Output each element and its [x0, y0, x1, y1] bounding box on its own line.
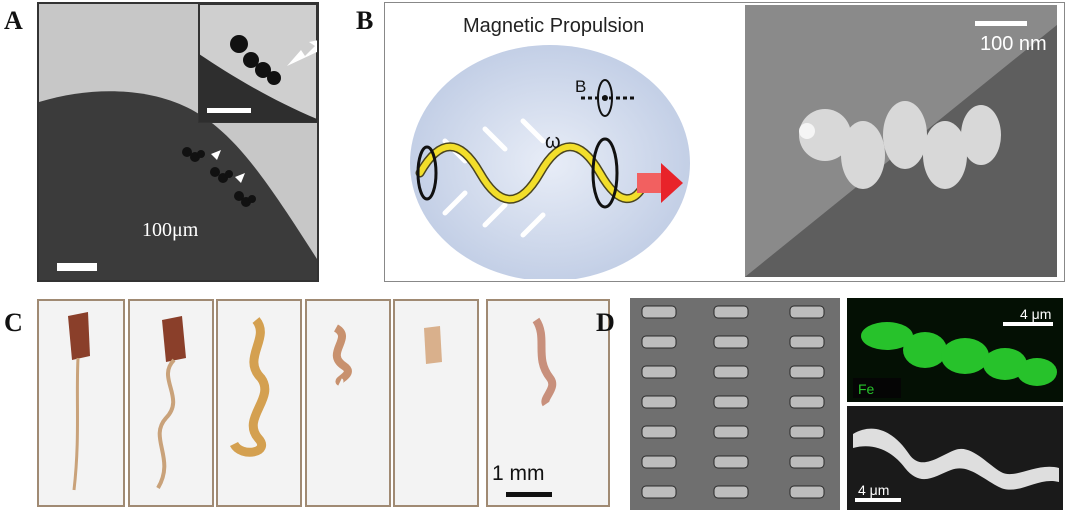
panel-b-letter: B — [356, 6, 374, 35]
fe-element-label: Fe — [858, 381, 875, 397]
panel-d-letter: D — [596, 308, 615, 337]
panel-c-letter: C — [4, 308, 23, 337]
panel-d-sem-helix-image — [847, 406, 1063, 510]
panel-b-title: Magnetic Propulsion — [463, 15, 645, 37]
omega-label: ω — [545, 131, 561, 153]
panel-c-scale-label: 1 mm — [492, 462, 545, 485]
panel-a-micrograph: 100μm — [37, 2, 319, 282]
panel-b-scale-label: 100 nm — [980, 33, 1047, 55]
panel-b-frame: Magnetic Propulsion B — [384, 2, 1065, 282]
panel-a-scale-label: 100μm — [142, 219, 199, 241]
panel-d-fe-map-image — [847, 298, 1063, 402]
sem-helix-scale-label: 4 μm — [858, 482, 890, 498]
helix-propulsion-diagram — [410, 45, 690, 279]
panel-c-sequence — [37, 299, 610, 507]
arrow-icon — [211, 150, 245, 183]
panel-d-array-image — [630, 298, 840, 510]
panel-b-sem-image — [745, 5, 1057, 277]
panel-a-letter: A — [4, 6, 23, 35]
panel-a-image — [39, 4, 317, 280]
magnetic-field-label: B — [575, 77, 587, 96]
fe-map-scale-label: 4 μm — [1020, 306, 1052, 322]
